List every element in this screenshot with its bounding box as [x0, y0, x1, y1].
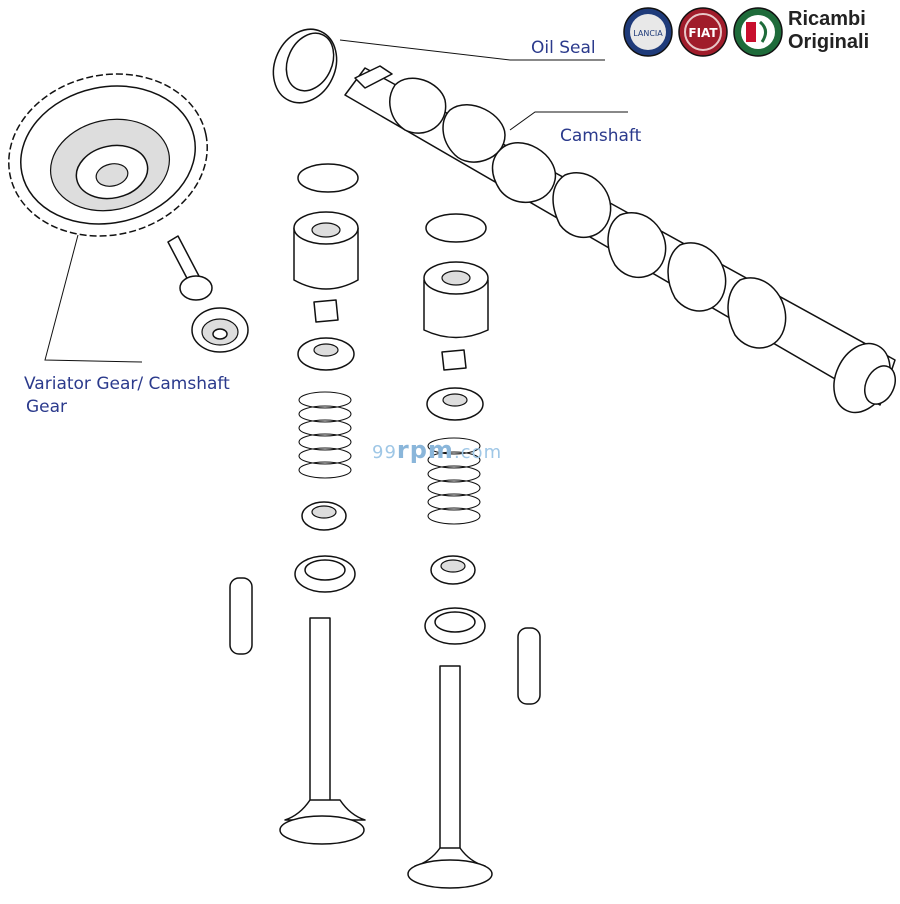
watermark-mid: rpm [396, 436, 454, 464]
watermark: 99rpm.com [372, 436, 502, 464]
lancia-logo: LANCIA [623, 7, 673, 57]
valve-guide-left [229, 577, 253, 655]
svg-text:FIAT: FIAT [688, 26, 718, 40]
alfa-romeo-logo [733, 7, 783, 57]
bolt-part [167, 235, 213, 301]
camshaft-label: Camshaft [560, 126, 642, 146]
brand-originali: Originali [788, 31, 870, 53]
leader-lines [44, 39, 628, 363]
variator-gear-label: Variator Gear/ Camshaft [24, 374, 230, 394]
oil-seal-part [272, 28, 338, 104]
watermark-prefix: 99 [372, 442, 397, 463]
oil-seal-label: Oil Seal [531, 38, 596, 58]
variator-gear-part [8, 73, 208, 237]
variator-gear-label-line2: Gear [26, 397, 68, 417]
brand-ricambi: Ricambi [788, 8, 866, 30]
valve-train-left [279, 163, 366, 845]
valve-train-right [407, 213, 493, 889]
svg-text:LANCIA: LANCIA [633, 29, 663, 38]
watermark-suffix: .com [453, 442, 503, 463]
washer-part [191, 307, 249, 353]
fiat-logo: FIAT [678, 7, 728, 57]
valve-guide-right [517, 627, 541, 705]
camshaft-part [344, 65, 896, 414]
